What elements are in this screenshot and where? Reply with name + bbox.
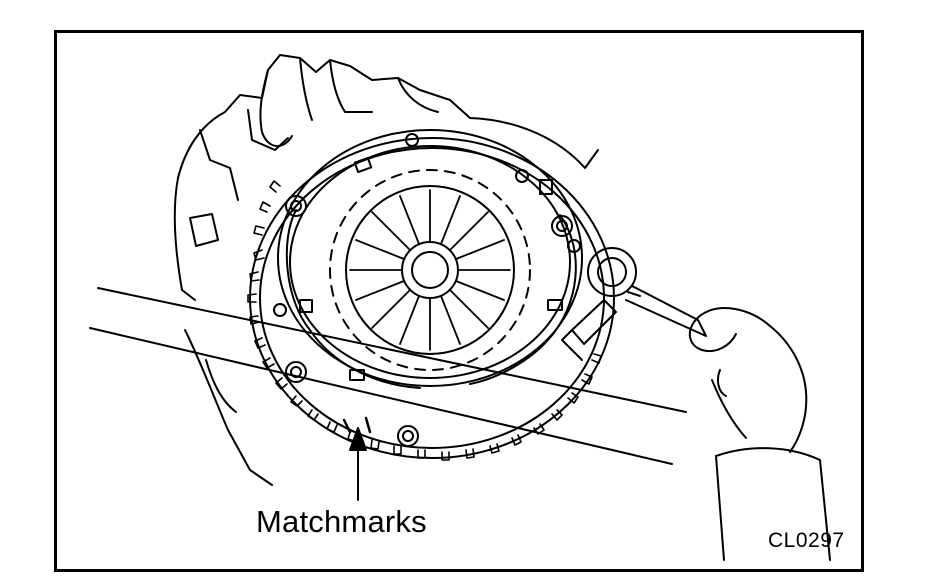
figure-code: CL0297 [768, 529, 845, 552]
engine-block-outline [173, 54, 599, 486]
flywheel-holding-bar [89, 287, 687, 465]
ratchet-wrench [561, 247, 707, 361]
clutch-cover [277, 129, 583, 389]
cover-bolts [273, 133, 581, 447]
mechanic-hand [688, 307, 831, 561]
matchmarks-label: Matchmarks [256, 504, 427, 539]
flywheel-ring-gear [247, 137, 615, 461]
matchmark-ticks [342, 416, 372, 434]
diaphragm-spring [329, 169, 531, 371]
matchmarks-leader [349, 427, 367, 501]
figure-frame [54, 30, 864, 572]
